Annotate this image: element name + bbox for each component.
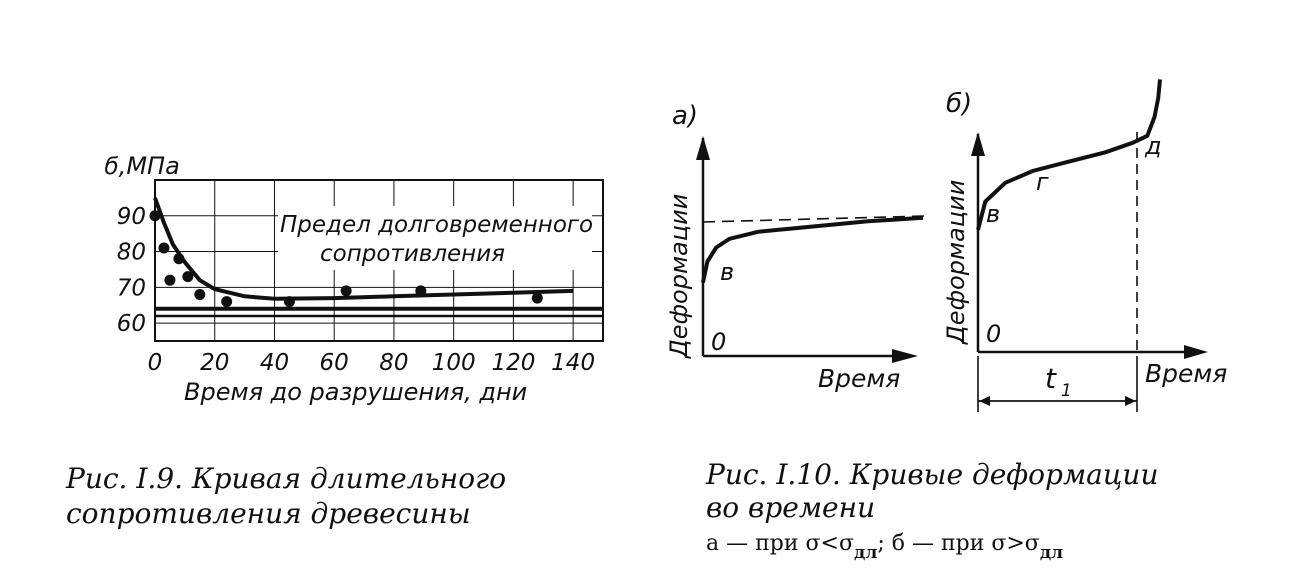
y-tick-label: 80 <box>117 240 146 266</box>
panel-b-curve <box>976 79 1162 231</box>
panel-b-x-axis-label: Время <box>1145 359 1227 388</box>
caption-part-a: а — при σ<σ <box>706 531 854 556</box>
caption-sub-2: дл <box>1040 543 1063 563</box>
panel-b-point-label-d: д <box>1144 132 1162 160</box>
fig-1-9-x-tick-labels: 0 20 40 60 80 100 120 140 <box>148 350 595 376</box>
x-tick-label: 140 <box>551 350 595 376</box>
fig-1-9-chart: 0 20 40 60 80 100 120 140 60 70 80 90 Предел долго… <box>104 152 604 406</box>
fig-1-9-data-points <box>149 210 543 308</box>
fig-1-9-plot-frame <box>154 179 604 342</box>
captions: Рис. I.9. Кривая длительного сопротивлен… <box>65 458 1158 563</box>
panel-b-origin-label: 0 <box>986 320 1001 348</box>
data-point <box>283 296 295 308</box>
panel-a-origin-label: 0 <box>711 328 726 356</box>
data-point <box>340 285 352 297</box>
x-tick-label: 120 <box>491 350 535 376</box>
x-tick-label: 20 <box>200 350 229 376</box>
data-point <box>415 285 427 297</box>
panel-b-interval-label: t <box>1045 362 1057 395</box>
fig-1-9-x-axis-label: Время до разрушения, дни <box>184 378 527 406</box>
fig-1-9-caption-line2: сопротивления древесины <box>66 497 471 530</box>
caption-part-b: ; б — при σ>σ <box>877 531 1040 556</box>
x-tick-label: 100 <box>432 350 476 376</box>
x-tick-label: 80 <box>379 350 408 376</box>
fig-1-9-fit-curve <box>153 197 574 301</box>
y-tick-label: 60 <box>117 311 146 337</box>
data-point <box>158 242 170 254</box>
panel-a-y-arrow <box>696 136 710 160</box>
fig-1-10b-chart: б) t 1 Деформации 0 в г д Время <box>942 79 1227 412</box>
data-point <box>173 253 185 265</box>
x-tick-label: 40 <box>260 350 289 376</box>
data-point <box>531 292 543 304</box>
panel-a-x-arrow <box>892 349 918 363</box>
data-point <box>149 210 161 222</box>
panel-a-curve <box>701 215 924 283</box>
fig-1-10-caption-line1: Рис. I.10. Кривые деформации <box>705 458 1158 491</box>
panel-b-interval-arrow-left <box>979 396 990 406</box>
fig-1-9-y-tick-labels: 60 70 80 90 <box>117 204 146 337</box>
fig-1-9-limit-lines <box>155 306 603 318</box>
fig-1-10-caption-line3: а — при σ<σдл; б — при σ>σдл <box>706 531 1063 563</box>
panel-b-interval-arrow-right <box>1125 396 1136 406</box>
fig-1-9-y-axis-label: ϭ,МПа <box>104 152 180 180</box>
panel-b-interval-subscript: 1 <box>1061 381 1072 401</box>
data-point <box>182 271 194 283</box>
panel-b-x-arrow <box>1184 345 1208 359</box>
panel-b-label: б) <box>946 89 972 119</box>
fig-1-9-caption-line1: Рис. I.9. Кривая длительного <box>65 462 506 495</box>
y-tick-label: 90 <box>117 204 146 230</box>
panel-b-point-label-g: г <box>1036 168 1049 196</box>
y-tick-label: 70 <box>117 275 146 301</box>
panel-b-y-axis-label: Деформации <box>942 180 970 345</box>
panel-a-point-label: в <box>720 258 734 286</box>
fig-1-9-annotation-line2: сопротивления <box>320 241 505 267</box>
data-point <box>221 296 233 308</box>
data-point <box>194 288 206 300</box>
annotation-backdrop <box>278 206 592 270</box>
caption-sub-1: дл <box>854 543 877 563</box>
fig-1-9-annotation-line1: Предел долговременного <box>280 212 593 238</box>
fig-1-10-caption-line2: во времени <box>706 491 875 524</box>
data-point <box>164 274 176 286</box>
x-tick-label: 60 <box>320 350 349 376</box>
fig-1-10a-chart: а) Деформации 0 в Время <box>665 101 926 393</box>
x-tick-label: 0 <box>148 350 163 376</box>
panel-b-y-arrow <box>971 132 985 156</box>
panel-a-x-axis-label: Время <box>818 364 900 393</box>
panel-a-label: а) <box>672 101 698 131</box>
panel-b-point-label-v: в <box>986 200 1000 228</box>
panel-a-y-axis-label: Деформации <box>665 194 693 359</box>
